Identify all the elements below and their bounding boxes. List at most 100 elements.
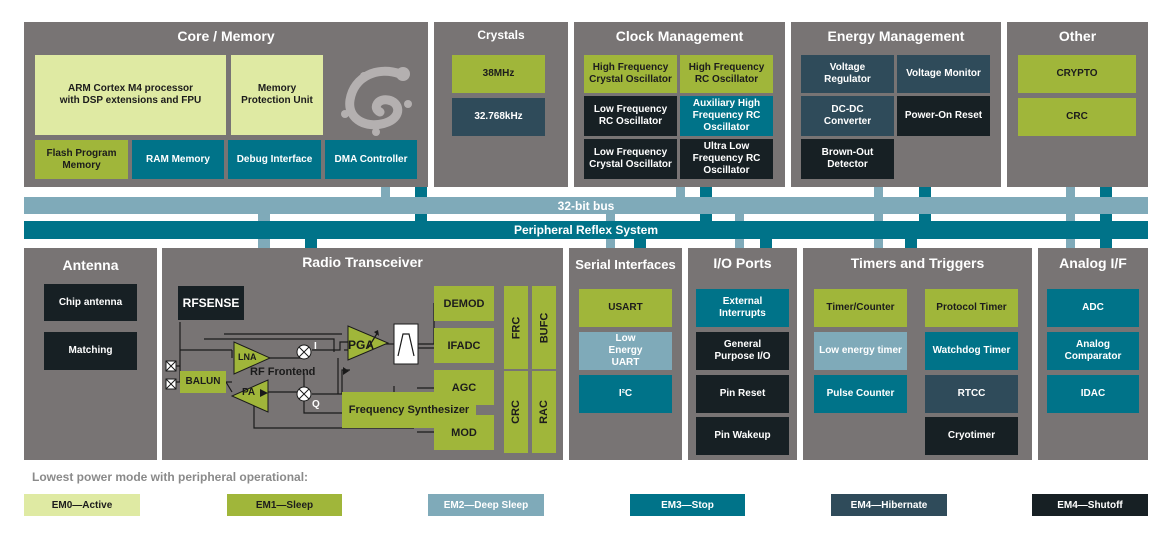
arm-cortex-m4-block: ARM Cortex M4 processor with DSP extensi… <box>35 55 226 135</box>
voltage-monitor-block: Voltage Monitor <box>897 55 990 93</box>
ulfrco-block: Ultra Low Frequency RC Oscillator <box>680 139 773 179</box>
gpio-block: General Purpose I/O <box>696 332 789 370</box>
prs-connector <box>905 238 917 250</box>
ifadc-block: IFADC <box>434 328 494 363</box>
prs-connector <box>305 238 317 250</box>
antenna-title: Antenna <box>62 257 119 273</box>
crystal-38mhz-block: 38MHz <box>452 55 545 93</box>
protocol-timer-block: Protocol Timer <box>925 289 1018 327</box>
matching-block: Matching <box>44 332 137 370</box>
bus-32bit: 32-bit bus <box>24 197 1148 214</box>
analog-comparator-block: Analog Comparator <box>1047 332 1139 370</box>
prs-connector <box>760 238 772 250</box>
q-label: Q <box>312 399 320 410</box>
adc-block: ADC <box>1047 289 1139 327</box>
frc-block: FRC <box>504 286 528 369</box>
peripheral-reflex-system: Peripheral Reflex System <box>24 221 1148 239</box>
prs-connector <box>634 238 646 250</box>
legend-em4-shutoff: EM4—Shutoff <box>1032 494 1148 516</box>
hfxo-block: High Frequency Crystal Oscillator <box>584 55 677 93</box>
power-on-reset-block: Power-On Reset <box>897 96 990 136</box>
low-energy-timer-block: Low energy timer <box>814 332 907 370</box>
radio-transceiver-panel: Radio Transceiver <box>162 248 563 460</box>
legend-em2: EM2—Deep Sleep <box>428 494 544 516</box>
rac-block: RAC <box>532 371 556 453</box>
analog-if-panel: Analog I/F ADC Analog Comparator IDAC <box>1038 248 1148 460</box>
bus-connector <box>874 185 883 199</box>
legend-title: Lowest power mode with peripheral operat… <box>32 470 309 484</box>
pin-wakeup-block: Pin Wakeup <box>696 417 789 455</box>
legend-em3: EM3—Stop <box>630 494 745 516</box>
radio-crc-label: CRC <box>510 400 522 424</box>
leuart-block: Low Energy UART <box>579 332 672 370</box>
radio-signal-paths <box>165 303 435 433</box>
crystals-panel: Crystals 38MHz 32.768kHz <box>434 22 568 187</box>
lfrco-block: Low Frequency RC Oscillator <box>584 96 677 136</box>
voltage-regulator-block: Voltage Regulator <box>801 55 894 93</box>
usart-block: USART <box>579 289 672 327</box>
dma-controller-block: DMA Controller <box>325 140 417 179</box>
energy-management-panel: Energy Management Voltage Regulator Volt… <box>791 22 1001 187</box>
core-memory-panel: Core / Memory ARM Cortex M4 processor wi… <box>24 22 428 187</box>
legend-em0: EM0—Active <box>24 494 140 516</box>
prs-label: Peripheral Reflex System <box>513 223 659 237</box>
frc-label: FRC <box>510 316 523 339</box>
lna-label: LNA <box>238 352 257 362</box>
timers-triggers-panel: Timers and Triggers Timer/Counter Protoc… <box>803 248 1032 460</box>
mpu-block: Memory Protection Unit <box>231 55 323 135</box>
brown-out-detector-block: Brown-Out Detector <box>801 139 894 179</box>
clock-management-panel: Clock Management High Frequency Crystal … <box>574 22 785 187</box>
rtcc-block: RTCC <box>925 375 1018 413</box>
demod-block: DEMOD <box>434 286 494 321</box>
i-label: I <box>314 341 317 352</box>
io-ports-title: I/O Ports <box>713 255 772 271</box>
rac-label: RAC <box>538 400 550 424</box>
clock-management-title: Clock Management <box>615 28 744 44</box>
antenna-panel: Antenna Chip antenna Matching <box>24 248 157 460</box>
pga-label: PGA <box>348 338 375 352</box>
cryotimer-block: Cryotimer <box>925 417 1018 455</box>
dcdc-converter-block: DC-DC Converter <box>801 96 894 136</box>
bufc-label: BUFC <box>538 312 550 343</box>
timers-triggers-title: Timers and Triggers <box>850 255 985 271</box>
bus-connector <box>381 185 390 199</box>
ram-memory-block: RAM Memory <box>132 140 224 179</box>
debug-interface-block: Debug Interface <box>228 140 321 179</box>
crystals-title: Crystals <box>477 28 525 42</box>
hfrco-block: High Frequency RC Oscillator <box>680 55 773 93</box>
watchdog-timer-block: Watchdog Timer <box>925 332 1018 370</box>
flash-memory-block: Flash Program Memory <box>35 140 128 179</box>
bus-connector <box>1066 185 1075 199</box>
serial-interfaces-title: Serial Interfaces <box>575 257 676 272</box>
core-memory-title: Core / Memory <box>177 28 275 44</box>
crypto-block: CRYPTO <box>1018 55 1136 93</box>
frequency-synthesizer-block: Frequency Synthesizer <box>342 392 476 428</box>
rfsense-block: RFSENSE <box>178 286 244 320</box>
other-panel: Other CRYPTO CRC <box>1007 22 1148 187</box>
analog-if-title: Analog I/F <box>1059 255 1127 271</box>
auxhfrco-block: Auxiliary High Frequency RC Oscillator <box>680 96 773 136</box>
timer-counter-block: Timer/Counter <box>814 289 907 327</box>
rf-frontend-label: RF Frontend <box>250 366 316 378</box>
external-interrupts-block: External Interrupts <box>696 289 789 327</box>
bufc-block: BUFC <box>532 286 556 369</box>
bus-connector <box>676 185 685 199</box>
energy-management-title: Energy Management <box>827 28 965 44</box>
crc-block: CRC <box>1018 98 1136 136</box>
pin-reset-block: Pin Reset <box>696 375 789 413</box>
lfxo-block: Low Frequency Crystal Oscillator <box>584 139 677 179</box>
chip-antenna-block: Chip antenna <box>44 284 137 321</box>
bus-32bit-label: 32-bit bus <box>557 199 615 213</box>
idac-block: IDAC <box>1047 375 1139 413</box>
pulse-counter-block: Pulse Counter <box>814 375 907 413</box>
pa-label: PA <box>242 387 256 398</box>
balun-block: BALUN <box>180 371 226 393</box>
prs-connector <box>1100 238 1112 250</box>
radio-crc-block: CRC <box>504 371 528 453</box>
i2c-block: I²C <box>579 375 672 413</box>
crystal-32khz-block: 32.768kHz <box>452 98 545 136</box>
radio-transceiver-title: Radio Transceiver <box>302 254 423 270</box>
legend-em1: EM1—Sleep <box>227 494 342 516</box>
legend-em4-hibernate: EM4—Hibernate <box>831 494 947 516</box>
other-title: Other <box>1058 28 1097 44</box>
